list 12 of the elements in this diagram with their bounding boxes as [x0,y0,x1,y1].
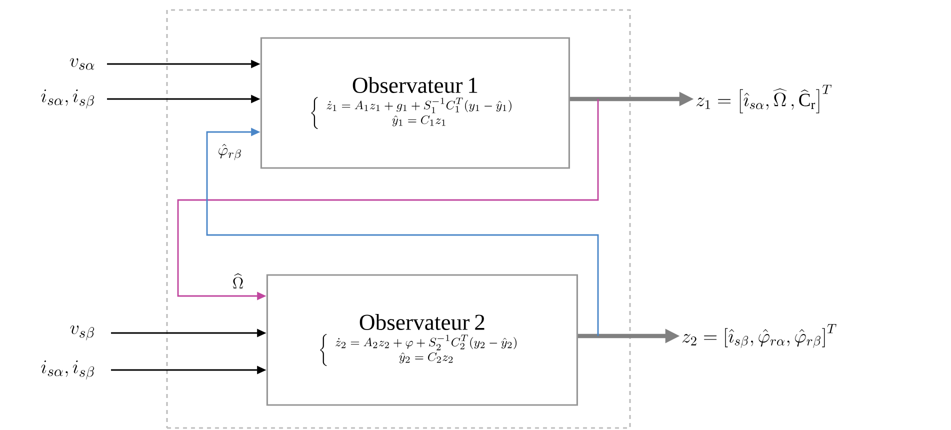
observer-box: Observateur 2 $\left\{\begin{array}{c}\dot{z}_2 = A_2 z_2 + \varphi + S_2^{-1} C_2^T (y_2 - \hat{y}_2)\\ \hat{y}_2 = C_2 z_2\end{array}\right.$ [266,274,578,406]
input-label: $v_{s\beta}$ [70,326,94,340]
output-label: $z_1 = \left[\hat{\imath}_{s\alpha}, \widehat{\Omega}\,, \widehat{\mathrm{C}}_{\mathrm{r}}\right]^T$ [696,84,832,114]
dashed-frame [166,9,631,429]
input-label: $i_{s\alpha}, i_{s\beta}$ [41,360,94,380]
output-label: $z_2 = \left[\hat{\imath}_{s\beta}, \hat{\varphi}_{r\alpha}, \hat{\varphi}_{r\beta}\right]^T$ [682,324,836,348]
input-label: $v_{s\alpha}$ [70,58,94,70]
input-label: $i_{s\alpha}, i_{s\beta}$ [41,90,94,108]
arrow [206,128,599,336]
edge-label: $\widehat{\Omega}$ [231,272,245,290]
observer-box: Observateur 1 $\left\{\begin{array}{c}\dot{z}_1 = A_1 z_1 + g_1 + S_1^{-1} C_1^T (y_1 - \hat{y}_1)\\ \hat{y}_1 = C_1 z_1\end{array}\right.$ [260,37,570,169]
edge-label: $\hat{\varphi}_{r\beta}$ [216,142,244,162]
